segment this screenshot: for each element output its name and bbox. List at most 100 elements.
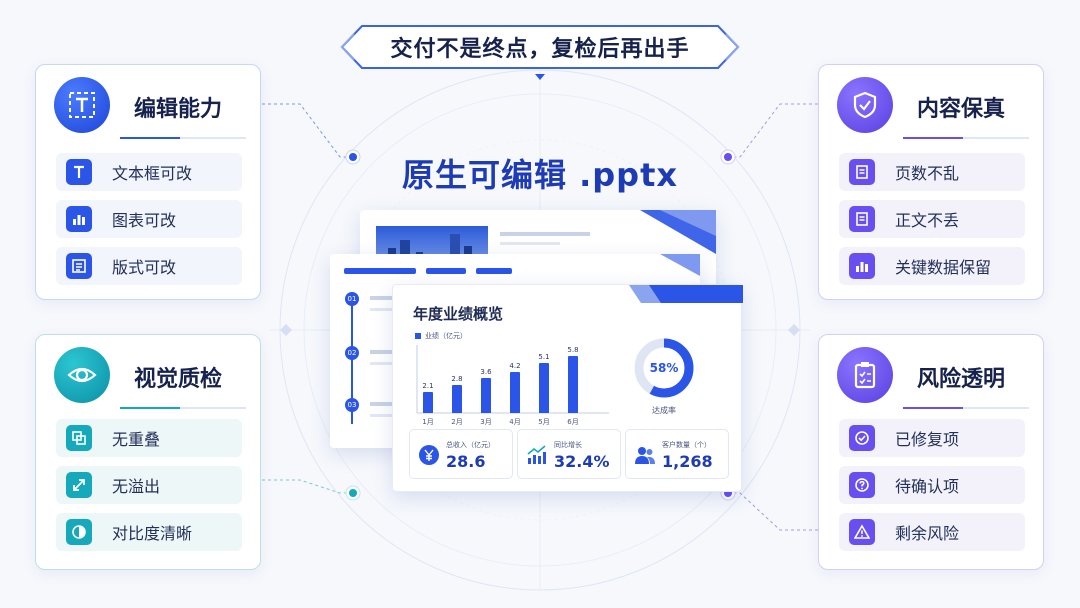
- shield-check-icon: [837, 77, 893, 133]
- feature-item: 剩余风险: [839, 513, 1025, 551]
- clipboard-check-icon: [837, 347, 893, 403]
- legend-swatch: [415, 333, 421, 339]
- panel-risk-transparency: 风险透明 已修复项 待确认项 剩余风险: [818, 334, 1044, 570]
- question-circle-icon: [849, 472, 875, 498]
- feature-label: 剩余风险: [895, 524, 960, 543]
- feature-label: 页数不乱: [895, 164, 960, 183]
- chart-bar: [568, 355, 578, 413]
- chart-bar: [539, 362, 549, 413]
- kpi-label: 客户数量（个）: [662, 441, 711, 449]
- slide-title: 年度业绩概览: [413, 305, 504, 323]
- kpi-value: 1,268: [662, 452, 713, 471]
- feature-item: 正文不丢: [839, 200, 1025, 238]
- feature-label: 待确认项: [895, 477, 960, 496]
- feature-item: 图表可改: [56, 200, 242, 238]
- feature-item: 页数不乱: [839, 153, 1025, 191]
- kpi-value: 28.6: [446, 452, 486, 471]
- feature-label: 关键数据保留: [895, 258, 992, 277]
- document-icon: [849, 159, 875, 185]
- text-frame-icon: [54, 77, 110, 133]
- chart-axes: [416, 345, 609, 414]
- users-icon: [635, 447, 655, 464]
- panel-header: 内容保真: [837, 77, 1027, 133]
- divider: [903, 137, 1029, 139]
- slide-annual-overview: 年度业绩概览 业绩（亿元） 2.1 1月 2.8 2月 3.6 3月 4.2 4月 5.1 5月 5…: [392, 284, 743, 492]
- panel-header: 视觉质检: [54, 347, 244, 403]
- feature-label: 版式可改: [112, 258, 177, 277]
- feature-item: 关键数据保留: [839, 247, 1025, 285]
- feature-item: 无溢出: [56, 466, 242, 504]
- expand-arrows-icon: [66, 472, 92, 498]
- title-banner: 交付不是终点，复检后再出手: [340, 24, 740, 70]
- x-tick-label: 4月: [509, 418, 521, 426]
- x-tick-label: 5月: [538, 418, 550, 426]
- layout-icon: [66, 253, 92, 279]
- kpi-card: 客户数量（个） 1,268: [625, 429, 729, 479]
- donut-value: 58%: [649, 361, 679, 375]
- bar-value-label: 5.1: [538, 352, 550, 361]
- panel-title: 内容保真: [917, 97, 1006, 122]
- kpi-label: 同比增长: [554, 441, 582, 449]
- feature-label: 无重叠: [112, 430, 161, 449]
- trend-up-icon: [527, 445, 546, 464]
- main-title: 原生可编辑 .pptx: [401, 156, 679, 194]
- slide-corner-accent: [629, 285, 743, 303]
- document-icon: [849, 206, 875, 232]
- kpi-card: 同比增长 32.4%: [517, 429, 621, 479]
- panel-edit-capability: 编辑能力 文本框可改 图表可改 版式可改: [35, 64, 261, 300]
- x-tick-label: 1月: [422, 418, 434, 426]
- x-tick-label: 2月: [451, 418, 463, 426]
- toc-badge: 02: [345, 346, 359, 360]
- bar-value-label: 2.1: [422, 382, 434, 391]
- donut-label: 达成率: [652, 406, 676, 415]
- panel-title: 视觉质检: [134, 367, 223, 392]
- kpi-value: 32.4%: [554, 452, 610, 471]
- divider: [120, 137, 246, 139]
- eye-icon: [54, 347, 110, 403]
- panel-title: 风险透明: [917, 367, 1006, 392]
- panel-content-fidelity: 内容保真 页数不乱 正文不丢 关键数据保留: [818, 64, 1044, 300]
- x-tick-label: 3月: [480, 418, 492, 426]
- chart-bar: [481, 377, 491, 413]
- panel-visual-inspection: 视觉质检 无重叠 无溢出 对比度清晰: [35, 334, 261, 570]
- kpi-label: 总收入（亿元）: [446, 441, 495, 449]
- panel-title: 编辑能力: [134, 97, 223, 122]
- divider: [903, 407, 1029, 409]
- feature-item: 对比度清晰: [56, 513, 242, 551]
- feature-label: 无溢出: [112, 477, 161, 496]
- divider: [120, 407, 246, 409]
- yen-icon: [419, 445, 439, 465]
- bar-value-label: 5.8: [567, 345, 579, 354]
- warning-icon: [849, 519, 875, 545]
- bar-chart-icon: [66, 206, 92, 232]
- text-icon: [66, 159, 92, 185]
- panel-header: 编辑能力: [54, 77, 244, 133]
- bar-value-label: 3.6: [480, 367, 492, 376]
- feature-label: 已修复项: [895, 430, 960, 449]
- banner-title: 交付不是终点，复检后再出手: [390, 37, 690, 62]
- chart-legend: 业绩（亿元）: [415, 331, 467, 341]
- bar-value-label: 4.2: [509, 361, 521, 370]
- bar-value-label: 2.8: [451, 375, 463, 384]
- contrast-icon: [66, 519, 92, 545]
- banner-frame: [340, 25, 740, 69]
- feature-label: 正文不丢: [895, 211, 960, 230]
- toc-badge: 01: [345, 292, 359, 306]
- toc-badge: 03: [345, 398, 359, 412]
- feature-item: 无重叠: [56, 419, 242, 457]
- feature-item: 已修复项: [839, 419, 1025, 457]
- panel-header: 风险透明: [837, 347, 1027, 403]
- feature-item: 版式可改: [56, 247, 242, 285]
- feature-label: 对比度清晰: [112, 524, 193, 543]
- chart-bar: [423, 392, 433, 413]
- check-circle-icon: [849, 425, 875, 451]
- chart-bar: [510, 371, 520, 413]
- donut-chart: [634, 338, 694, 398]
- legend-label: 业绩（亿元）: [425, 332, 467, 340]
- chart-bar: [452, 385, 462, 413]
- feature-label: 文本框可改: [112, 164, 193, 183]
- feature-item: 文本框可改: [56, 153, 242, 191]
- overlap-icon: [66, 425, 92, 451]
